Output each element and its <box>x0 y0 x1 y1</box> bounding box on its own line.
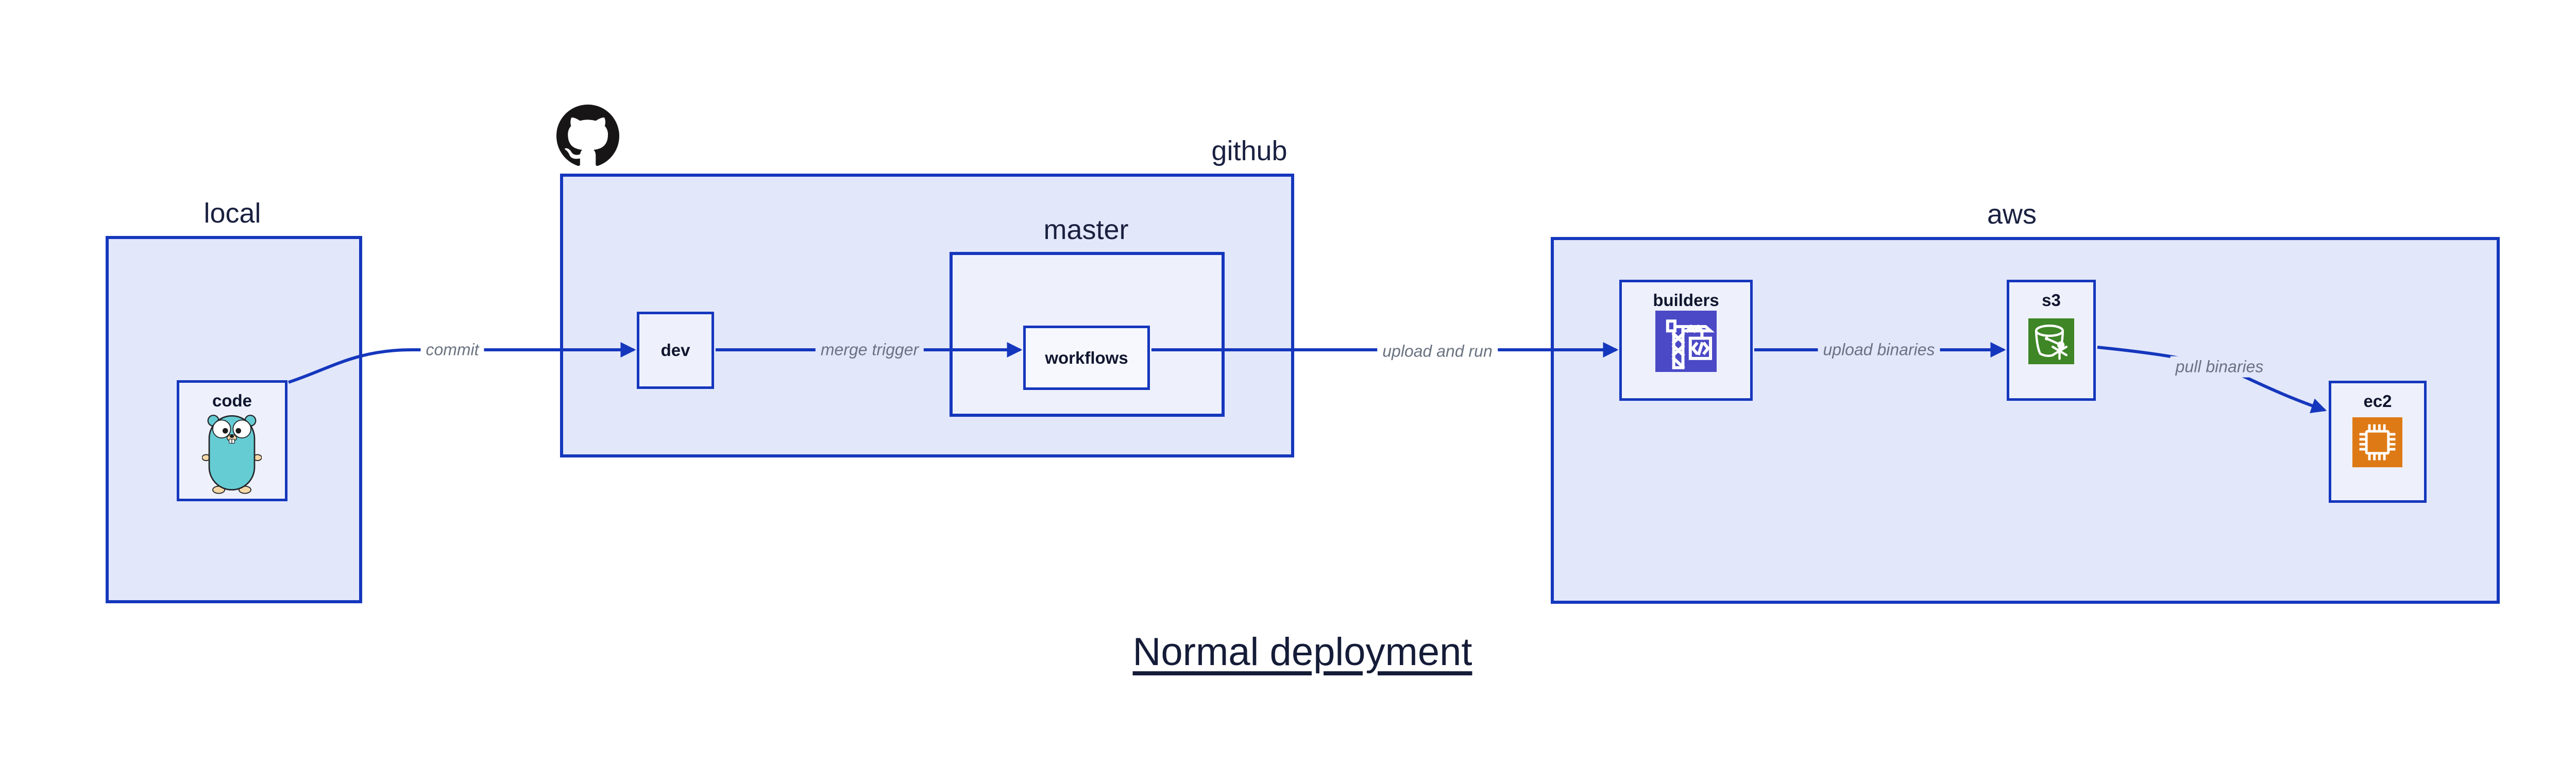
code-node-label: code <box>212 391 252 410</box>
s3-glacier-bucket-icon <box>2028 318 2074 367</box>
diagram-title: Normal deployment <box>1132 630 1472 674</box>
upload-binaries-edge-label: upload binaries <box>1818 339 1940 361</box>
workflows-node-label: workflows <box>1045 348 1128 367</box>
aws-section-label: aws <box>1987 199 2037 230</box>
builders-node-label: builders <box>1653 291 1719 310</box>
merge-trigger-edge-label: merge trigger <box>815 339 924 361</box>
s3-node-label: s3 <box>2042 291 2061 310</box>
go-gopher-icon <box>201 411 262 497</box>
local-section-label: local <box>204 198 261 229</box>
github-section-label: github <box>1211 135 1287 166</box>
workflows-node: workflows <box>1023 326 1150 390</box>
dev-branch-node: dev <box>637 312 714 389</box>
upload-and-run-edge-label: upload and run <box>1377 341 1498 362</box>
github-octocat-icon <box>556 105 619 170</box>
codebuild-crane-icon <box>1655 311 1717 375</box>
pull-binaries-edge-label: pull binaries <box>2170 356 2269 378</box>
ec2-node-label: ec2 <box>2363 392 2392 411</box>
ec2-chip-icon <box>2352 417 2402 470</box>
master-branch-label: master <box>1043 214 1129 245</box>
dev-node-label: dev <box>660 341 690 360</box>
commit-edge-label: commit <box>420 339 484 361</box>
